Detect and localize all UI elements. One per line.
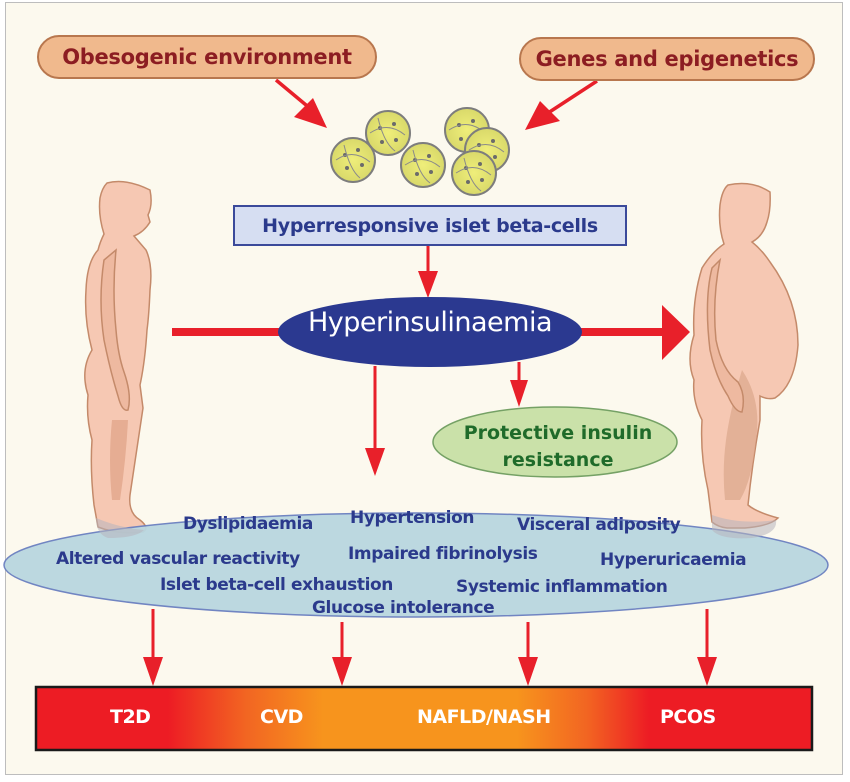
arrow-to-nafld: [518, 622, 538, 686]
protective-line-2: resistance: [502, 449, 614, 471]
effect-hypertension: Hypertension: [350, 508, 475, 528]
effect-hyperuricaemia: Hyperuricaemia: [600, 550, 747, 570]
protective-insulin-resistance-label: Protective insulin resistance: [438, 420, 678, 474]
obese-person-figure: [689, 182, 799, 529]
outcome-cvd: CVD: [260, 706, 303, 728]
outcome-nafld-nash: NAFLD/NASH: [417, 706, 551, 728]
arrow-beta-to-hyperinsulinaemia: [418, 246, 438, 298]
protective-insulin-resistance-node: [432, 406, 678, 478]
islet: [365, 110, 411, 156]
islet: [400, 142, 446, 188]
outcome-t2d: T2D: [110, 706, 151, 728]
right-foot-overlay: [712, 515, 777, 539]
arrow-to-effects: [365, 366, 385, 476]
islet: [330, 137, 376, 183]
arrow-to-protective: [510, 362, 528, 407]
effect-impaired-fibrinolysis: Impaired fibrinolysis: [348, 544, 538, 564]
effect-glucose-intolerance: Glucose intolerance: [312, 598, 495, 618]
effect-systemic-inflammation: Systemic inflammation: [456, 577, 668, 597]
protective-line-1: Protective insulin: [463, 422, 653, 444]
arrow-to-cvd: [332, 622, 352, 686]
islet-cells-icon: [330, 107, 510, 196]
arrow-progression: [172, 305, 690, 360]
genes-epigenetics-label: Genes and epigenetics: [519, 37, 815, 81]
left-foot-overlay: [96, 518, 144, 538]
islet: [451, 150, 497, 196]
arrow-genes-to-islets: [525, 79, 598, 130]
effect-altered-vascular-reactivity: Altered vascular reactivity: [56, 549, 300, 569]
arrow-to-t2d: [143, 609, 163, 686]
arrow-obesogenic-to-islets: [274, 78, 327, 128]
outcomes-bar: [34, 685, 814, 752]
arrow-to-pcos: [697, 609, 717, 686]
hyperinsulinaemia-node: [278, 297, 582, 367]
effect-islet-beta-cell-exhaustion: Islet beta-cell exhaustion: [160, 575, 394, 595]
effect-dyslipidaemia: Dyslipidaemia: [183, 514, 313, 534]
lean-person-figure: [84, 180, 152, 534]
effects-ellipse: [3, 512, 829, 618]
hyperresponsive-beta-cells-label: Hyperresponsive islet beta-cells: [233, 205, 627, 246]
outcome-pcos: PCOS: [660, 706, 716, 728]
hyperinsulinaemia-label: Hyperinsulinaemia: [307, 307, 553, 338]
obesogenic-environment-label: Obesogenic environment: [37, 35, 377, 79]
effect-visceral-adiposity: Visceral adiposity: [517, 515, 681, 535]
